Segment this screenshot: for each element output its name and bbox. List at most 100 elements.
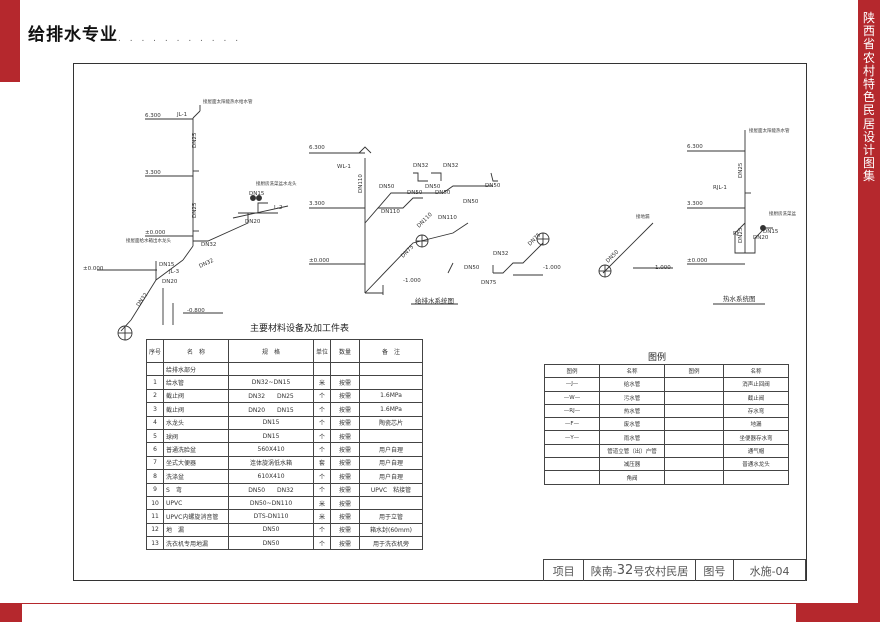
table-cell: 1.6MPa <box>359 388 424 404</box>
table-cell: 7 <box>145 455 165 471</box>
legend-col-symbol-1: 图例 <box>544 363 600 379</box>
legend-name: 地漏 <box>723 417 789 432</box>
table-cell: 箱水封(60mm) <box>359 522 424 538</box>
table-cell: 按需 <box>330 455 361 471</box>
ws-note-mid: 接厨房洗菜盆水龙头 <box>256 180 297 187</box>
ws-elev-zero-left: ±0.000 <box>83 266 104 272</box>
mat-col-qty: 数量 <box>330 339 361 363</box>
table-cell: 个 <box>313 522 332 538</box>
hot-water-labels: 6.300 3.300 ±0.000 接屋面太阳能热水管 接厨房洗菜盆 RJL-… <box>687 127 796 303</box>
title-dots: . . . . . . . . . . . <box>118 34 242 44</box>
table-cell: DN50 <box>228 522 315 538</box>
legend-name: 雨水管 <box>599 430 665 445</box>
table-cell: 按需 <box>330 495 361 511</box>
legend-symbol <box>664 377 724 392</box>
drawing-no-value: 水施-04 <box>734 560 807 581</box>
legend-row: 减压器普通水龙头 <box>544 457 789 472</box>
mat-col-note: 备 注 <box>359 339 424 363</box>
legend-col-name-2: 名称 <box>723 363 789 379</box>
dr-elev-zero: ±0.000 <box>309 258 330 264</box>
right-red-band: 陕西省农村特色民居设计图集 <box>858 0 880 622</box>
mat-col-name: 名 称 <box>163 339 230 363</box>
table-cell: UPVC内螺旋消音管 <box>163 509 230 524</box>
ws-dn15-a: DN15 <box>249 191 265 197</box>
ws-elev-zero: ±0.000 <box>145 230 166 236</box>
dr-wl-label: WL-1 <box>337 164 351 170</box>
table-cell: DN50 DN32 <box>228 482 315 497</box>
table-cell: 米 <box>313 375 332 390</box>
legend-symbol <box>544 443 600 459</box>
bottom-red-line <box>22 603 796 604</box>
ws-note-top: 接屋面太阳能热水给水管 <box>203 98 253 105</box>
table-cell: 陶瓷芯片 <box>359 415 424 430</box>
dr-dn32-b: DN32 <box>443 163 458 169</box>
table-cell: 按需 <box>330 522 361 538</box>
water-supply-labels: 6.300 3.300 ±0.000 ±0.000 -0.800 接屋面太阳能热… <box>83 98 297 314</box>
legend-name: 管道立管（出）户管 <box>599 443 665 459</box>
legend-row: —Y—雨水管坐便器存水弯 <box>544 430 789 445</box>
table-cell: DN32~DN15 <box>228 375 315 390</box>
legend-body: —J—给水管消声止回阀—W—污水管截止阀—RJ—热水管存水弯—F—废水管地漏—Y… <box>544 377 789 485</box>
legend-symbol <box>664 470 724 485</box>
ws-dn32-b: DN32 <box>198 258 214 270</box>
table-cell: 按需 <box>330 428 361 444</box>
legend-symbol <box>544 470 600 485</box>
dr-dn75-bottom: DN75 <box>481 280 497 286</box>
system-diagrams: 6.300 3.300 ±0.000 ±0.000 -0.800 接屋面太阳能热… <box>83 98 796 341</box>
table-cell: S 弯 <box>163 482 230 497</box>
legend-name: 给水管 <box>599 377 665 392</box>
table-cell: UPVC <box>163 495 230 511</box>
table-cell: 用户自理 <box>359 455 424 471</box>
section-title: 给排水专业 <box>28 25 118 45</box>
mat-col-no: 序号 <box>145 339 165 363</box>
table-cell: 11 <box>145 509 165 524</box>
dr-dn50-e: DN50 <box>463 199 479 205</box>
legend-name: 消声止回阀 <box>723 377 789 392</box>
table-cell: 个 <box>313 402 332 417</box>
dr-dn32-c: DN32 <box>493 251 508 257</box>
table-cell: 13 <box>145 536 165 551</box>
table-cell: 米 <box>313 509 332 524</box>
hw-elev-zero: ±0.000 <box>687 258 708 264</box>
hw-dn15: DN15 <box>763 229 779 235</box>
legend-symbol: —W— <box>544 390 600 405</box>
table-cell: 个 <box>313 388 332 404</box>
dr-dn32-a: DN32 <box>413 163 428 169</box>
table-cell: 用于立管 <box>359 509 424 524</box>
table-cell: 普通洗脸盆 <box>163 442 230 457</box>
table-cell: 个 <box>313 442 332 457</box>
table-cell: DN50~DN110 <box>228 495 315 511</box>
ws-elev-top: 6.300 <box>145 113 161 119</box>
table-cell: 连体旋涡低水箱 <box>228 455 315 471</box>
table-cell: 1.6MPa <box>359 402 424 417</box>
table-cell: 个 <box>313 482 332 497</box>
table-cell <box>359 375 424 390</box>
table-cell: 1 <box>145 375 165 390</box>
table-cell: DN50 <box>228 536 315 551</box>
water-supply-diagram <box>97 105 289 341</box>
table-cell: DN20 DN15 <box>228 402 315 417</box>
legend-name: 坐便器存水弯 <box>723 430 789 445</box>
hw-dn20: DN20 <box>753 235 769 241</box>
table-cell: 个 <box>313 428 332 444</box>
dr-elev-bottom: -1.000 <box>403 278 421 284</box>
ws-jl-label: JL-1 <box>176 112 187 118</box>
dr-dn50-f: DN50 <box>485 183 501 189</box>
table-cell: 按需 <box>330 388 361 404</box>
materials-title: 主要材料设备及加工件表 <box>250 324 350 334</box>
dr-elev-top: 6.300 <box>309 145 325 151</box>
hw-note-mid: 接厨房洗菜盆 <box>769 210 796 217</box>
legend-name: 热水管 <box>599 403 665 419</box>
